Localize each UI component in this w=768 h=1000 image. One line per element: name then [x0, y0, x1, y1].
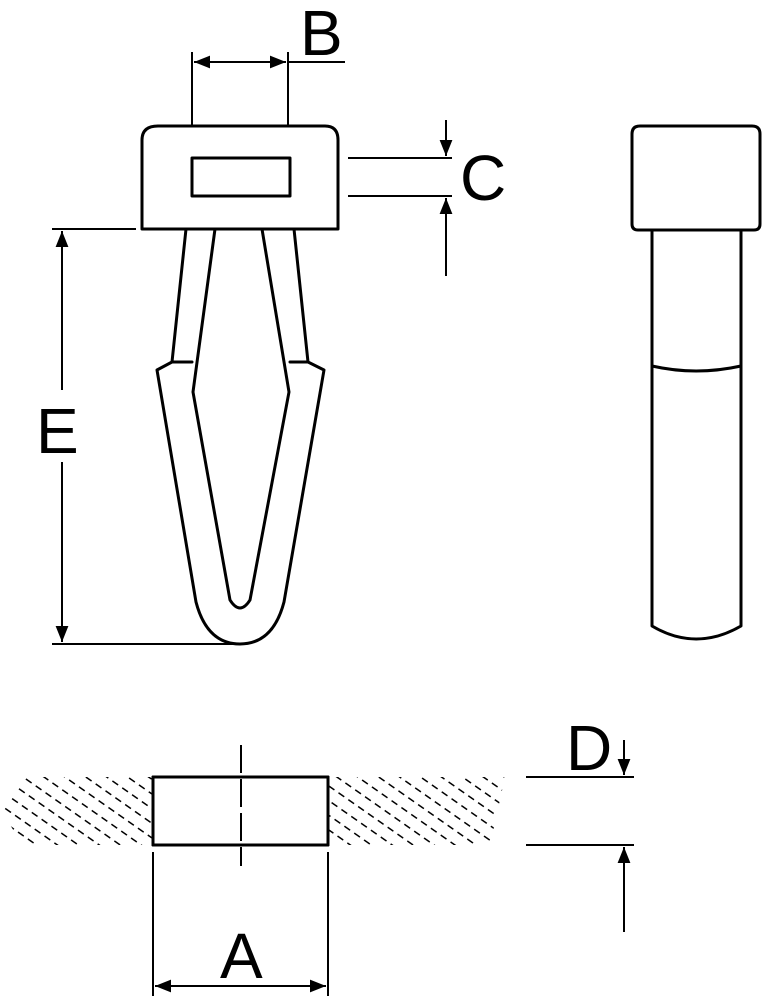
clip-legs-inner: [191, 227, 291, 610]
label-e: E: [36, 395, 79, 467]
side-shank-upper: [650, 228, 743, 368]
dimension-d: D: [526, 712, 634, 932]
dimension-b: B: [191, 0, 345, 126]
panel-right: [328, 777, 505, 845]
dimension-e: E: [28, 228, 236, 645]
label-a: A: [220, 920, 263, 992]
dimension-c: C: [348, 120, 506, 276]
label-b: B: [300, 0, 343, 69]
side-head: [630, 124, 762, 232]
front-view: [140, 124, 340, 646]
head-slot: [190, 156, 292, 198]
dimension-a: A: [152, 852, 329, 996]
label-c: C: [460, 142, 506, 214]
label-d: D: [566, 712, 612, 784]
side-shank-joint: [650, 364, 743, 373]
panel-view: [2, 745, 505, 866]
panel-left: [2, 777, 153, 845]
side-view: [630, 124, 762, 641]
clip-legs-outer: [155, 227, 326, 646]
side-shank-lower: [650, 364, 743, 641]
clip-head: [140, 124, 340, 231]
